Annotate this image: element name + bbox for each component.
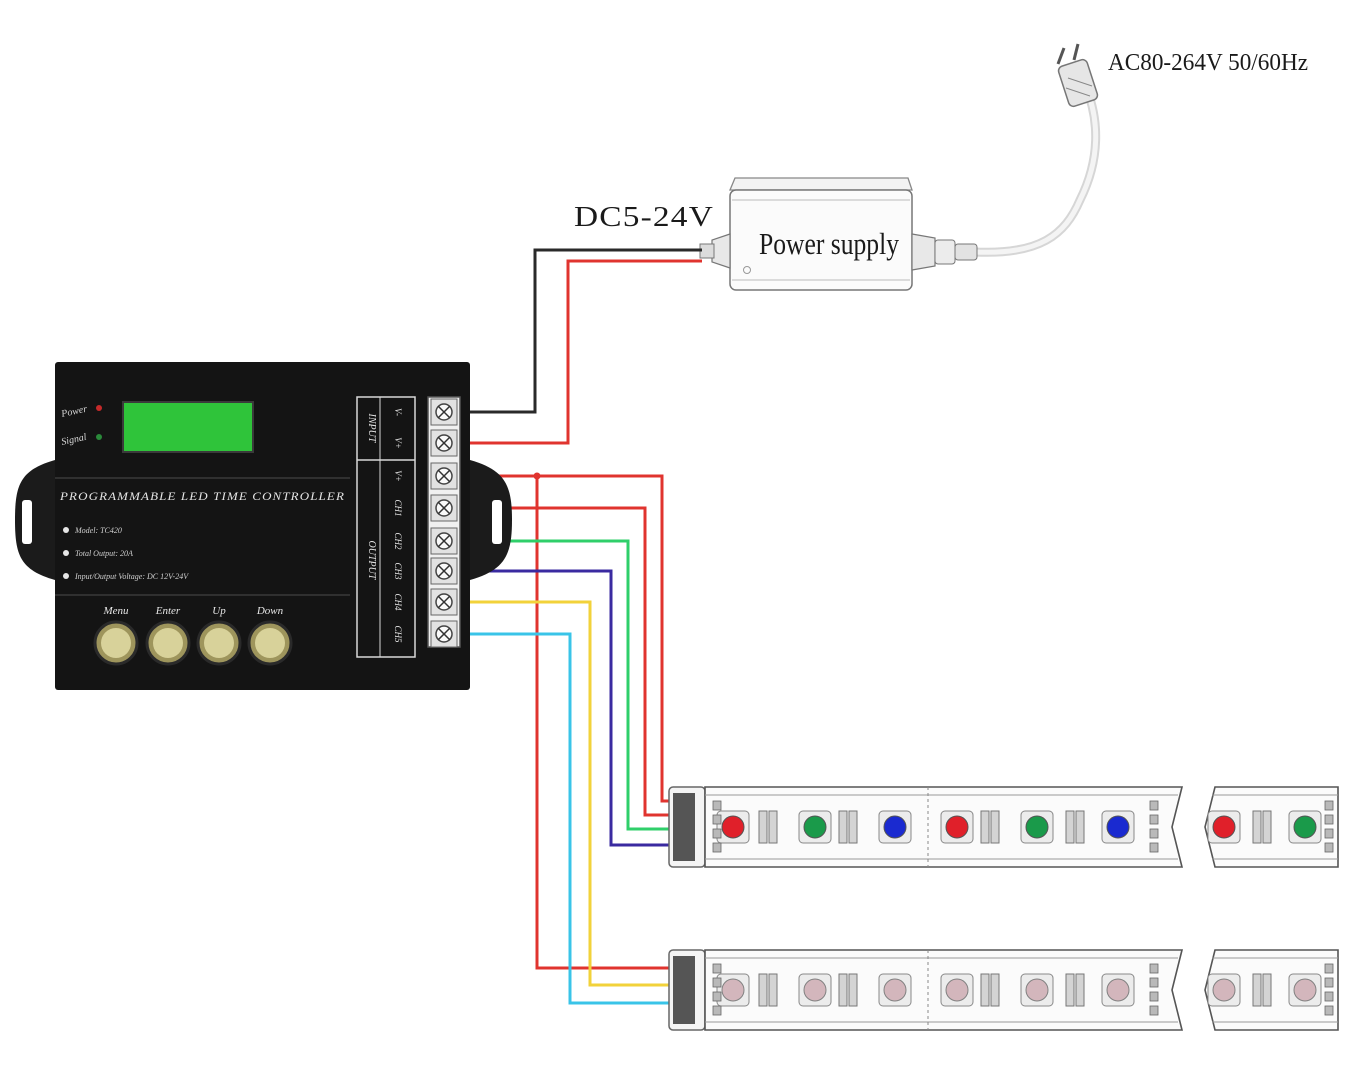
screw-terminal-4 <box>430 527 458 555</box>
terminal-label-vplus: V+ <box>393 437 403 449</box>
terminal-label-vminus: V- <box>393 408 403 416</box>
terminal-label-ch2: CH2 <box>393 532 403 550</box>
led-blue-icon <box>878 810 912 844</box>
led-red-icon <box>1207 810 1241 844</box>
led-green-icon <box>1020 810 1054 844</box>
rgb-led-strip <box>668 786 1339 868</box>
terminal-label-ch5: CH5 <box>393 625 403 643</box>
spec-output: Total Output: 20A <box>75 549 133 558</box>
led-white-icon <box>1207 973 1241 1007</box>
screw-terminal-1 <box>430 429 458 457</box>
wire-ch4 <box>460 600 676 987</box>
led-white-icon <box>1288 973 1322 1007</box>
up-button[interactable]: Up <box>196 605 242 666</box>
led-white-icon <box>798 973 832 1007</box>
terminal-label-vplus: V+ <box>393 470 403 482</box>
spec-voltage: Input/Output Voltage: DC 12V-24V <box>74 572 189 581</box>
power-led-icon <box>96 405 102 411</box>
screw-terminal-5 <box>430 557 458 585</box>
screw-terminals <box>430 398 458 648</box>
screw-terminal-7 <box>430 620 458 648</box>
led-blue-icon <box>1101 810 1135 844</box>
menu-button-label: Menu <box>102 605 129 617</box>
white-led-strip <box>668 949 1339 1031</box>
output-group-label: OUTPUT <box>366 541 377 581</box>
led-white-icon <box>1020 973 1054 1007</box>
wires <box>460 248 702 1005</box>
ac-input-label: AC80-264V 50/60Hz <box>1108 50 1308 76</box>
screw-terminal-6 <box>430 588 458 616</box>
spec-model: Model: TC420 <box>74 526 122 535</box>
enter-button-label: Enter <box>155 605 181 617</box>
up-button-label: Up <box>212 605 226 617</box>
led-red-icon <box>716 810 750 844</box>
led-white-icon <box>940 973 974 1007</box>
ac-plug <box>970 43 1101 257</box>
led-green-icon <box>798 810 832 844</box>
led-time-controller: Power Signal PROGRAMMABLE LED TIME CONTR… <box>15 362 512 690</box>
enter-button[interactable]: Enter <box>145 605 191 666</box>
signal-led-icon <box>96 434 102 440</box>
power-supply-unit: Power supply <box>699 177 978 291</box>
signal-indicator-label: Signal <box>60 432 88 448</box>
menu-button[interactable]: Menu <box>93 605 139 666</box>
input-group-label: INPUT <box>366 413 377 444</box>
terminal-label-ch1: CH1 <box>393 499 403 516</box>
wire-ch1 <box>460 506 676 817</box>
dc-output-label: DC5-24V <box>574 202 714 233</box>
wire-ch3 <box>460 569 676 847</box>
down-button-label: Down <box>256 605 284 617</box>
led-white-icon <box>1101 973 1135 1007</box>
terminal-label-ch3: CH3 <box>393 562 403 580</box>
wire-ch2 <box>460 539 676 831</box>
led-white-icon <box>716 973 750 1007</box>
screw-terminal-0 <box>430 398 458 426</box>
terminal-label-ch4: CH4 <box>393 593 403 611</box>
led-white-icon <box>878 973 912 1007</box>
led-strips <box>668 786 1339 1031</box>
led-green-icon <box>1288 810 1322 844</box>
lcd-display <box>122 401 254 453</box>
screw-terminal-2 <box>430 462 458 490</box>
screw-terminal-3 <box>430 494 458 522</box>
wire-output-vplus-white <box>535 476 676 970</box>
wire-dc-positive <box>460 259 702 445</box>
power-supply-label: Power supply <box>759 226 899 261</box>
led-red-icon <box>940 810 974 844</box>
wire-dc-negative <box>460 248 702 414</box>
wire-ch5 <box>460 632 676 1005</box>
down-button[interactable]: Down <box>247 605 293 666</box>
controller-title: PROGRAMMABLE LED TIME CONTROLLER <box>59 491 345 503</box>
